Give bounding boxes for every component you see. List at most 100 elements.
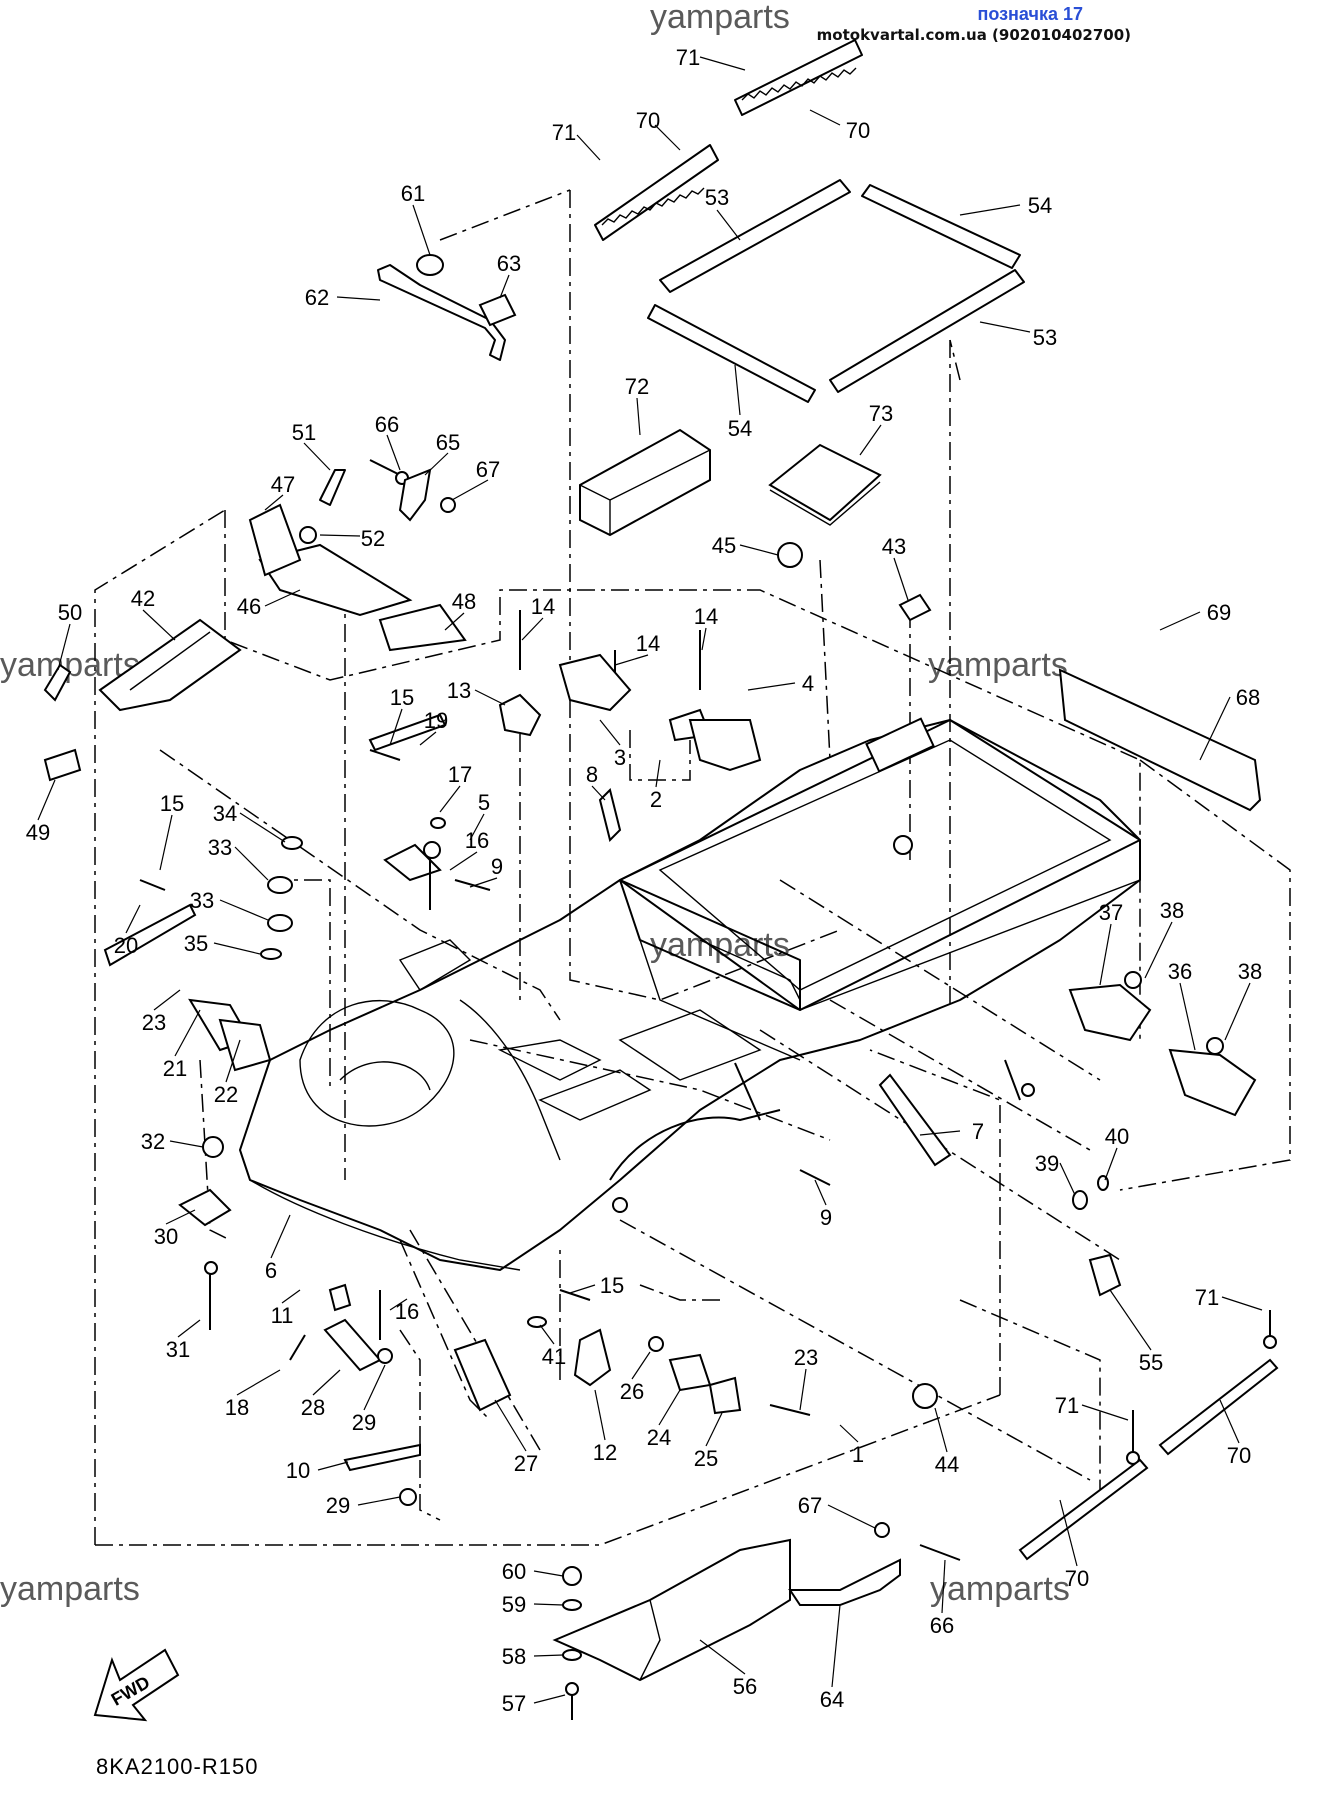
callout-71: 71	[1055, 1393, 1079, 1418]
callout-7: 7	[972, 1119, 984, 1144]
callout-30: 30	[154, 1224, 178, 1249]
small-parts	[103, 459, 1279, 1561]
callout-51: 51	[292, 420, 316, 445]
callout-66: 66	[930, 1613, 954, 1638]
callout-45: 45	[712, 533, 736, 558]
callout-9: 9	[820, 1205, 832, 1230]
cover-48	[378, 603, 467, 652]
callout-29: 29	[326, 1493, 350, 1518]
callout-53: 53	[1033, 325, 1057, 350]
callout-36: 36	[1168, 959, 1192, 984]
callout-70: 70	[1227, 1443, 1251, 1468]
callout-58: 58	[502, 1644, 526, 1669]
callout-50: 50	[58, 600, 82, 625]
plate-68	[1058, 668, 1262, 812]
callout-34: 34	[213, 801, 237, 826]
header-source: motokvartal.com.ua (902010402700)	[816, 26, 1131, 44]
callout-18: 18	[225, 1395, 249, 1420]
callout-15: 15	[160, 791, 184, 816]
callout-21: 21	[163, 1056, 187, 1081]
callout-37: 37	[1099, 900, 1123, 925]
callout-65: 65	[436, 430, 460, 455]
callout-9: 9	[491, 854, 503, 879]
callout-69: 69	[1207, 600, 1231, 625]
callout-49: 49	[26, 820, 50, 845]
callout-40: 40	[1105, 1124, 1129, 1149]
callout-35: 35	[184, 931, 208, 956]
callout-27: 27	[514, 1451, 538, 1476]
callout-3: 3	[614, 745, 626, 770]
callout-23: 23	[794, 1345, 818, 1370]
dashed-assembly-outlines	[94, 189, 1291, 1546]
grommet-61	[416, 254, 444, 276]
callout-44: 44	[935, 1452, 959, 1477]
callout-59: 59	[502, 1592, 526, 1617]
callout-29: 29	[352, 1410, 376, 1435]
box-72	[579, 428, 711, 537]
callout-28: 28	[301, 1395, 325, 1420]
callout-48: 48	[452, 589, 476, 614]
toothed-strips-top	[594, 39, 863, 241]
callout-33: 33	[190, 888, 214, 913]
callout-53: 53	[705, 185, 729, 210]
callout-22: 22	[214, 1082, 238, 1107]
bracket-47	[248, 503, 302, 577]
callout-11: 11	[271, 1303, 294, 1328]
watermark-bottom-right: yamparts	[930, 1570, 1070, 1608]
callout-14: 14	[531, 594, 555, 619]
callout-23: 23	[142, 1010, 166, 1035]
strip-50	[43, 663, 72, 702]
callout-70: 70	[636, 108, 660, 133]
callout-17: 17	[448, 762, 472, 787]
callout-12: 12	[593, 1440, 617, 1465]
callout-14: 14	[636, 631, 660, 656]
bottom-parts	[552, 1522, 961, 1720]
callout-32: 32	[141, 1129, 165, 1154]
callout-39: 39	[1035, 1151, 1059, 1176]
callout-68: 68	[1236, 685, 1260, 710]
callout-43: 43	[882, 534, 906, 559]
callout-42: 42	[131, 586, 155, 611]
diagram-code: 8KA2100-R150	[96, 1754, 259, 1779]
callout-63: 63	[497, 251, 521, 276]
callout-71: 71	[552, 120, 576, 145]
header-title: позначка 17	[977, 4, 1083, 24]
callout-46: 46	[237, 594, 261, 619]
callout-13: 13	[447, 678, 471, 703]
callout-33: 33	[208, 835, 232, 860]
callout-19: 19	[424, 708, 448, 733]
callout-56: 56	[733, 1674, 757, 1699]
clip-63	[478, 293, 517, 327]
leader-lines	[37, 56, 1263, 1704]
callout-54: 54	[1028, 193, 1052, 218]
callout-54: 54	[728, 416, 752, 441]
pad-73	[768, 443, 882, 526]
callout-61: 61	[401, 181, 425, 206]
callout-4: 4	[802, 671, 814, 696]
callout-72: 72	[625, 374, 649, 399]
watermark-right: yamparts	[928, 646, 1068, 684]
callout-66: 66	[375, 412, 399, 437]
callout-20: 20	[114, 933, 138, 958]
bracket-42	[98, 618, 242, 712]
callout-70: 70	[846, 118, 870, 143]
callout-67: 67	[476, 457, 500, 482]
callout-31: 31	[166, 1337, 190, 1362]
callout-52: 52	[361, 526, 385, 551]
callout-71: 71	[676, 45, 700, 70]
fwd-arrow: FWD	[93, 1648, 180, 1722]
callout-38: 38	[1160, 898, 1184, 923]
callout-41: 41	[542, 1344, 566, 1369]
bracket-46	[258, 543, 413, 617]
callout-73: 73	[869, 401, 893, 426]
callout-57: 57	[502, 1691, 526, 1716]
callout-55: 55	[1139, 1350, 1163, 1375]
callout-16: 16	[465, 828, 489, 853]
callout-5: 5	[478, 790, 490, 815]
pad-49	[43, 748, 82, 782]
callout-47: 47	[271, 472, 295, 497]
callout-62: 62	[305, 285, 329, 310]
watermark-bottom-left: yamparts	[0, 1570, 140, 1608]
